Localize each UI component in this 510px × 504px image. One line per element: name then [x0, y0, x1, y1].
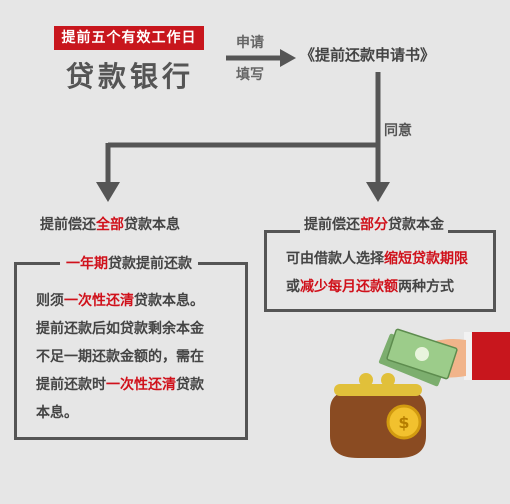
- right-title-post: 贷款本金: [388, 217, 444, 233]
- full-line-4-post: 贷款: [176, 377, 204, 393]
- left-title-highlight: 全部: [96, 217, 124, 233]
- right-arrow-head: [366, 182, 390, 202]
- full-line-4: 提前还款时一次性还清贷款: [36, 372, 204, 398]
- coin-icon: $: [386, 404, 422, 440]
- partial-line-2-highlight: 减少每月还款额: [300, 279, 398, 295]
- full-box-header-post: 贷款提前还款: [108, 256, 192, 272]
- banknote-icon: [378, 328, 458, 387]
- money-illustration: $: [330, 328, 510, 458]
- application-doc-title: 《提前还款申请书》: [300, 46, 436, 64]
- full-line-2: 提前还款后如贷款剩余本金: [36, 321, 204, 337]
- right-title-highlight: 部分: [360, 217, 388, 233]
- full-box-header: 一年期贷款提前还款: [60, 253, 198, 273]
- partial-line-2-post: 两种方式: [398, 279, 454, 295]
- partial-line-1-highlight: 缩短贷款期限: [384, 251, 468, 267]
- full-line-4-highlight: 一次性还清: [106, 377, 176, 393]
- left-title-pre: 提前偿还: [40, 217, 96, 233]
- partial-line-2-pre: 或: [286, 279, 300, 295]
- partial-line-2: 或减少每月还款额两种方式: [286, 274, 454, 300]
- full-line-5: 本息。: [36, 405, 78, 421]
- partial-line-1: 可由借款人选择缩短贷款期限: [286, 246, 468, 272]
- full-box-header-highlight: 一年期: [66, 256, 108, 272]
- agree-label: 同意: [384, 123, 412, 139]
- full-line-1-highlight: 一次性还清: [64, 293, 134, 309]
- deadline-label: 提前五个有效工作日: [54, 26, 204, 50]
- apply-label: 申请: [236, 35, 264, 51]
- full-line-4-pre: 提前还款时: [36, 377, 106, 393]
- sleeve-icon: [470, 332, 510, 380]
- full-line-1-post: 贷款本息。: [134, 293, 204, 309]
- partial-line-1-pre: 可由借款人选择: [286, 251, 384, 267]
- apply-arrow-head: [280, 49, 296, 67]
- full-line-3: 不足一期还款金额的，需在: [36, 349, 204, 365]
- full-line-1: 则须一次性还清贷款本息。: [36, 288, 204, 314]
- fill-label: 填写: [236, 67, 264, 83]
- left-arrow-head: [96, 182, 120, 202]
- right-title-pre: 提前偿还: [304, 217, 360, 233]
- right-branch-title: 提前偿还部分贷款本金: [300, 214, 448, 234]
- svg-text:$: $: [398, 413, 409, 432]
- left-title-post: 贷款本息: [124, 217, 180, 233]
- bank-name: 贷款银行: [66, 60, 195, 93]
- full-line-1-pre: 则须: [36, 293, 64, 309]
- left-branch-title: 提前偿还全部贷款本息: [40, 214, 180, 234]
